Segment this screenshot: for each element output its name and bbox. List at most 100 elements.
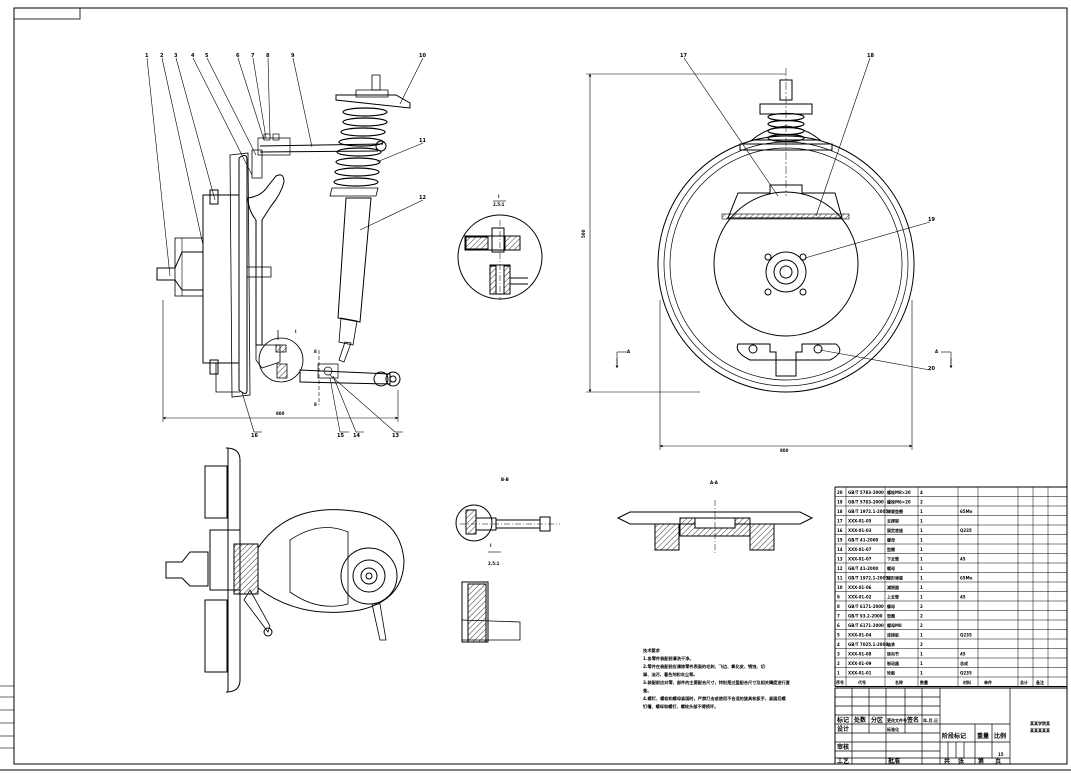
bom-cell-qty: 1 (920, 547, 923, 552)
bom-cell-name: 上支臂 (887, 594, 899, 600)
bom-cell-no: 17 (837, 519, 843, 524)
bom-cell-material: 45 (960, 557, 966, 562)
leader-number: 15 (337, 433, 344, 439)
bom-cell-no: 2 (837, 661, 840, 666)
bom-cell-material: 总成 (960, 660, 968, 666)
bom-cell-no: 1 (837, 671, 840, 676)
detail-label: I (498, 194, 500, 199)
title-block-grid (834, 687, 1068, 765)
bom-cell-qty: 4 (920, 490, 923, 495)
bom-cell-name: 螺母M8 (887, 622, 902, 628)
tb-sheet: 张 (958, 757, 965, 765)
bom-cell-material: Q235 (960, 671, 972, 676)
detail-circle-front (258, 330, 304, 383)
bom-cell-no: 18 (837, 509, 843, 514)
bom-cell-name: 螺栓M6×20 (887, 499, 911, 505)
bom-cell-no: 9 (837, 595, 840, 600)
bom-cell-code: XXX-01-09 (848, 661, 872, 666)
tech-line: 3.装配前应对零、部件的主要配合尺寸，特别是过盈配合尺寸及相关精度进行复 (643, 679, 791, 686)
tech-title: 技术要求 (643, 647, 661, 654)
leader-number: 13 (392, 433, 399, 439)
bom-cell-code: GB/T 5783-2000 (848, 490, 884, 495)
bom-cell-qty: 1 (920, 652, 923, 657)
dimension-text: 500 (581, 229, 586, 238)
tb-process: 工艺 (837, 757, 849, 765)
leader-number: 20 (928, 366, 935, 372)
bom-cell-material: 65Mn (960, 576, 973, 581)
tb-pages: 页 (995, 757, 1001, 765)
bom-cell-qty: 1 (920, 671, 923, 676)
side-view (657, 68, 915, 393)
bom-cell-material: 45 (960, 652, 966, 657)
leader-number: 5 (205, 53, 209, 59)
tb-total: 共 (944, 757, 950, 765)
bom-cell-no: 10 (837, 585, 843, 590)
leader-number: 17 (680, 53, 687, 59)
bom-cell-name: 螺母 (887, 603, 895, 609)
bom-cell-no: 6 (837, 623, 840, 628)
bom-cell-no: 11 (837, 576, 843, 581)
tech-line: 钉槽、螺母和螺钉、螺栓头部不得损坏。 (643, 703, 718, 710)
bom-cell-code: XXX-01-07 (848, 557, 872, 562)
leader-number: 6 (236, 53, 240, 59)
bom-cell-qty: 1 (920, 528, 923, 533)
bom-cell-name: 碟形弹簧 (887, 575, 903, 581)
front-view (156, 74, 411, 398)
side-view-numbers: 17 18 19 20 (680, 53, 935, 372)
bom-cell-qty: 2 (920, 623, 923, 628)
detail-scale: 2.5:1 (488, 561, 500, 566)
leader-number: 11 (419, 138, 426, 144)
bom-cell-no: 4 (837, 642, 840, 647)
leader-number: 2 (160, 53, 164, 59)
bom-cell-no: 15 (837, 538, 843, 543)
bom-cell-code: XXX-01-06 (848, 585, 872, 590)
title-block: 标记 处数 分区 更改文件号 签名 年.月.日 设计 标准化 阶段标记 重量 比… (836, 716, 1050, 765)
bom-cell-no: 19 (837, 500, 843, 505)
bom-cell-code: GB/T 7025.1-2008 (848, 642, 888, 647)
bom-cell-name: 螺母 (887, 537, 895, 543)
bom-cell-qty: 1 (920, 576, 923, 581)
tb-page: 第 (977, 757, 984, 765)
bom-header-cell: 代号 (857, 679, 866, 685)
bom-cell-code: GB/T 6171-2000 (848, 604, 884, 609)
bom-cell-material: Q235 (960, 633, 972, 638)
tb-approve: 批准 (888, 757, 900, 765)
tech-line: 查。 (642, 687, 651, 694)
bom-header-cell: 总计 (1020, 679, 1028, 685)
bom-cell-no: 7 (837, 614, 840, 619)
front-view-numbers: 1 2 3 4 5 6 7 8 9 10 11 12 13 14 15 16 (145, 53, 426, 439)
front-view-dimension (162, 300, 399, 422)
bom-cell-material: 45 (960, 595, 966, 600)
dimension-text: 8 (314, 402, 317, 407)
tb-date: 年.月.日 (923, 717, 938, 723)
tb-review: 审核 (837, 743, 849, 751)
bom-cell-qty: 2 (920, 604, 923, 609)
leader-number: 18 (867, 53, 874, 59)
bom-cell-no: 3 (837, 652, 840, 657)
technical-requirements: 技术要求 1.各零件装配前清洗干净。 2.零件在装配前应清除零件表面的毛刺、飞边… (642, 647, 791, 710)
bom-cell-name: 轮毂 (887, 670, 895, 676)
bom-cell-no: 16 (837, 528, 843, 533)
bom-cell-no: 20 (837, 490, 843, 495)
side-view-spring (767, 112, 805, 143)
bom-cell-name: 转向节 (887, 651, 899, 657)
tb-stage-mark: 阶段标记 (942, 732, 966, 740)
bom-cell-no: 14 (837, 547, 843, 552)
bom-cell-name: 减振器 (887, 584, 900, 590)
drawing-title: 某某学院某 (1030, 720, 1050, 726)
bom-cell-code: XXX-01-02 (848, 595, 872, 600)
leader-number: 3 (174, 53, 178, 59)
bom-cell-qty: 1 (920, 509, 923, 514)
bom-cell-qty: 1 (920, 566, 923, 571)
leader-number: 4 (191, 53, 195, 59)
bom-cell-name: 下支臂 (887, 556, 899, 562)
bom-cell-qty: 2 (920, 614, 923, 619)
leader-number: 16 (251, 433, 258, 439)
bom-cell-name: 制动器 (887, 660, 900, 666)
bom-cell-code: XXX-01-03 (848, 528, 872, 533)
front-view-leaders (146, 57, 424, 433)
bom-cell-name: 支撑架 (886, 518, 899, 524)
bom-cell-qty: 1 (920, 595, 923, 600)
